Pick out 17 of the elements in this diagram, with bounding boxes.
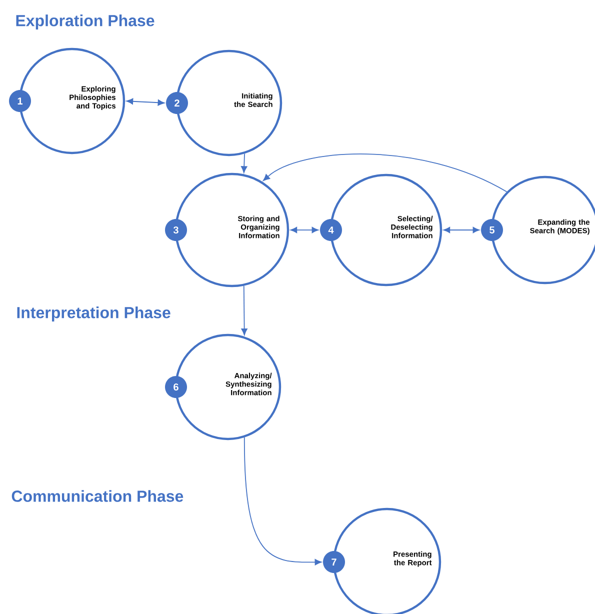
arrow [244, 437, 322, 566]
arrow [241, 153, 248, 173]
number-badge: 2 [166, 92, 188, 114]
number-badge: 1 [9, 90, 31, 112]
number-badge: 6 [165, 376, 187, 398]
number-badge: 5 [481, 219, 503, 241]
number-badge: 7 [323, 551, 345, 573]
phase-title: Exploration Phase [16, 14, 154, 30]
number-badge: 3 [165, 219, 187, 241]
phase-title: Communication Phase [12, 490, 184, 502]
arrow [126, 98, 165, 106]
arrow [443, 226, 480, 234]
arrow [290, 226, 319, 234]
phase-title: Interpretation Phase [17, 306, 170, 322]
arrow [241, 285, 248, 336]
number-badge: 4 [320, 219, 342, 241]
arrow [263, 154, 508, 192]
